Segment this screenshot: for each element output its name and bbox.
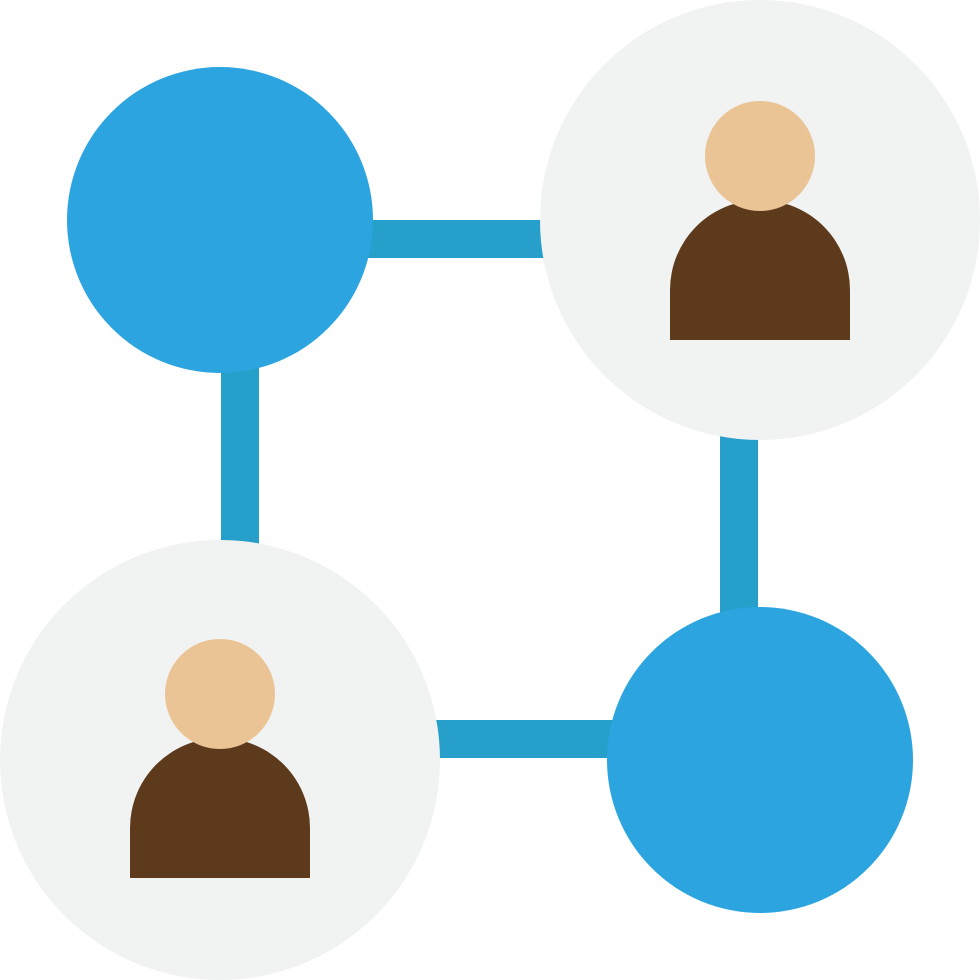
blue-node-bottom-right: [607, 607, 913, 913]
user-node-bottom-left: [0, 540, 440, 980]
connector-right: [720, 425, 758, 620]
user-body-icon: [130, 738, 310, 878]
connector-left: [221, 355, 259, 555]
connector-top: [355, 220, 555, 258]
user-head-icon: [165, 639, 275, 749]
blue-node-top-left: [67, 67, 373, 373]
user-body-icon: [670, 200, 850, 340]
connector-bottom: [425, 720, 620, 758]
user-node-top-right: [540, 0, 980, 440]
user-head-icon: [705, 101, 815, 211]
